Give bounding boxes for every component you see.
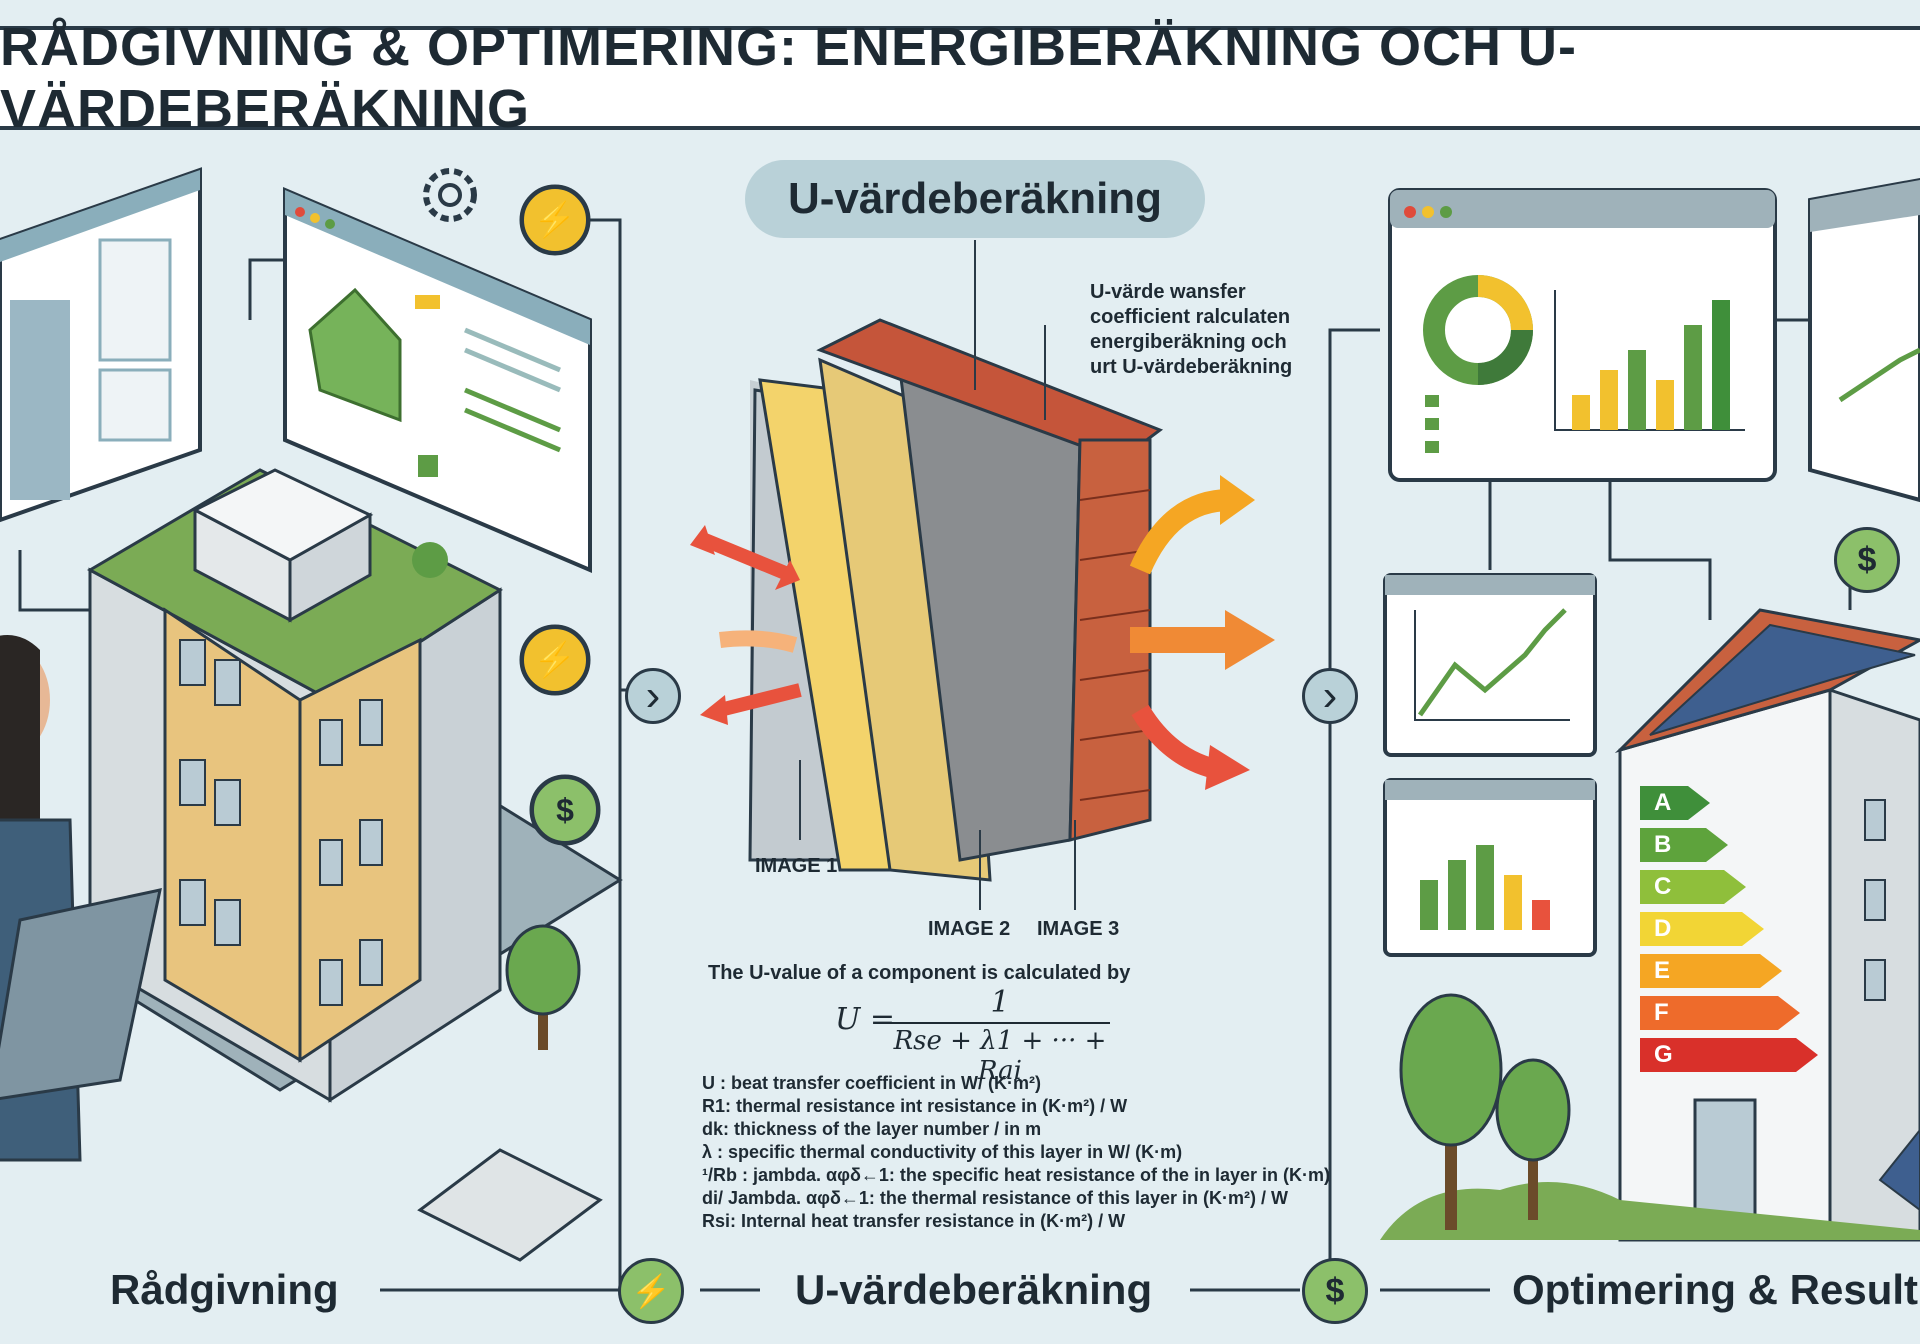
- title-banner: RÅDGIVNING & OPTIMERING: ENERGIBERÄKNING…: [0, 17, 1920, 139]
- left-screen-1: [0, 167, 202, 523]
- energy-rating-f: F: [1640, 996, 1800, 1030]
- bottom-label-left: Rådgivning: [110, 1266, 339, 1313]
- right-screen-edge: [1808, 177, 1920, 503]
- right-building: [1380, 608, 1920, 1242]
- energy-rating-d: D: [1640, 912, 1764, 946]
- fraction-bar: [890, 1022, 1110, 1024]
- building-left: [67, 468, 623, 1103]
- image-3-label: IMAGE 3: [1037, 918, 1120, 940]
- annotation-line: urt U-värdeberäkning: [1090, 356, 1293, 378]
- energy-rating-c: C: [1640, 870, 1746, 904]
- legend-line: di/ Jambda. αφδ←1: the thermal resistanc…: [702, 1188, 1288, 1208]
- formula-intro: The U-value of a component is calculated…: [708, 962, 1131, 984]
- person: [0, 635, 162, 1162]
- formula-legend: U : beat transfer coefficient in W/ (K·m…: [702, 1072, 1330, 1233]
- gear-icon-shape: [423, 168, 477, 222]
- legend-line: dk: thickness of the layer number / in m: [702, 1119, 1042, 1139]
- calculator: [417, 1148, 603, 1262]
- tree-left: [505, 924, 581, 1050]
- legend-line: R1: thermal resistance int resistance in…: [702, 1096, 1128, 1116]
- bolt-icon: ⚡: [521, 626, 589, 694]
- formula-lhs: U =: [835, 1002, 895, 1037]
- chevron-right-icon[interactable]: ›: [625, 668, 681, 724]
- wall-cross-section: [748, 318, 1164, 882]
- legend-line: Rsi: Internal heat transfer resistance i…: [702, 1211, 1126, 1231]
- page-title: RÅDGIVNING & OPTIMERING: ENERGIBERÄKNING…: [0, 17, 1578, 139]
- bolt-icon: ⚡: [618, 1258, 684, 1324]
- bottom-label-right: Optimering & Result: [1512, 1266, 1919, 1313]
- annotation-line: energiberäkning och: [1090, 331, 1287, 353]
- legend-line: U : beat transfer coefficient in W/ (K·m…: [702, 1073, 1042, 1093]
- dollar-icon: $: [1302, 1258, 1368, 1324]
- image-2-label: IMAGE 2: [928, 918, 1011, 940]
- section-pill: U-värdeberäkning: [745, 160, 1205, 238]
- money-bag-icon: $: [531, 776, 599, 844]
- chevron-right-icon[interactable]: ›: [1302, 668, 1358, 724]
- annotation-line: U-värde wansfer: [1090, 281, 1246, 303]
- bottom-label-center: U-värdeberäkning: [795, 1266, 1153, 1313]
- legend-line: λ : specific thermal conductivity of thi…: [702, 1142, 1183, 1162]
- annotation-line: coefficient ralculaten: [1090, 306, 1291, 328]
- bolt-icon: ⚡: [521, 186, 589, 254]
- dollar-icon: $: [1834, 527, 1900, 593]
- legend-line: ¹/Rb : jambda. αφδ←1: the specific heat …: [702, 1165, 1330, 1185]
- energy-rating-e: E: [1640, 954, 1782, 988]
- formula-numerator: 1: [990, 985, 1010, 1020]
- energy-rating-g: G: [1640, 1038, 1818, 1072]
- right-dashboard: [1388, 188, 1777, 482]
- section-pill-label: U-värdeberäkning: [787, 174, 1163, 223]
- line-chart-card: [1383, 573, 1597, 757]
- image-1-label: IMAGE 1: [755, 855, 838, 877]
- annotation: U-värde wansfer coefficient ralculaten e…: [1090, 280, 1292, 380]
- bar-chart-card: [1383, 778, 1597, 957]
- formula-denominator: Rse + λ1 + ··· + Rai: [893, 1026, 1107, 1086]
- heat-arrows: [690, 475, 1275, 790]
- left-screen-2: [283, 186, 592, 574]
